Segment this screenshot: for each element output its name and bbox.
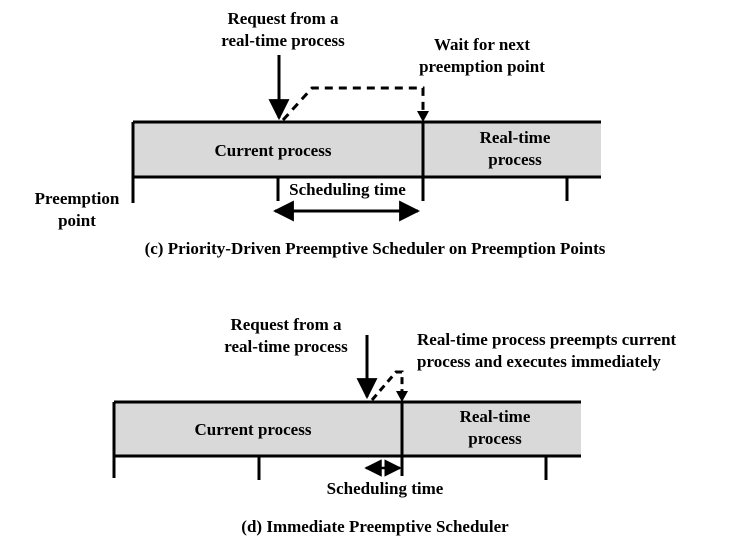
panel-d-request-line1: Request from a [230, 315, 342, 334]
panel-d-realtime-line2: process [468, 429, 522, 448]
panel-c-preemption-line2: point [58, 211, 96, 230]
panel-c-request-line2: real-time process [221, 31, 345, 50]
panel-c-caption: (c) Priority-Driven Preemptive Scheduler… [144, 239, 606, 258]
panel-d-preempt-path [370, 370, 404, 401]
panel-c-realtime-label: Real-time process [440, 127, 590, 171]
panel-d-realtime-line1: Real-time [459, 407, 531, 426]
panel-d-diagram [112, 335, 581, 480]
panel-d-bar [114, 402, 581, 456]
panel-c-current-process-label: Current process [214, 141, 332, 160]
panel-d-preempt-line1: Real-time process preempts current [417, 330, 677, 349]
panel-c-wait-arrowhead [417, 111, 429, 122]
panel-d-preempt-arrowhead [396, 391, 408, 402]
panel-c-request-line1: Request from a [227, 9, 339, 28]
panel-c-bar [133, 122, 601, 177]
panel-d-caption: (d) Immediate Preemptive Scheduler [241, 517, 509, 536]
panel-d-request-label: Request from a real-time process [186, 314, 386, 358]
panel-c-scheduling-time-label: Scheduling time [289, 180, 406, 199]
panel-d-preempt-line2: process and executes immediately [417, 352, 661, 371]
panel-d-current-process-label: Current process [194, 420, 312, 439]
panel-d-request-line2: real-time process [224, 337, 348, 356]
panel-c-realtime-line2: process [488, 150, 542, 169]
panel-c-diagram [131, 55, 601, 222]
panel-c-preemption-line1: Preemption [34, 189, 120, 208]
panel-c-preemption-point-label: Preemption point [12, 188, 142, 232]
panel-c-wait-path [281, 86, 425, 122]
panel-c-request-label: Request from a real-time process [183, 8, 383, 52]
panel-c-wait-line2: preemption point [419, 57, 545, 76]
panel-d-preempt-label: Real-time process preempts current proce… [417, 329, 747, 373]
panel-c-wait-line1: Wait for next [433, 35, 530, 54]
panel-d-realtime-label: Real-time process [420, 406, 570, 450]
panel-d-scheduling-time-label: Scheduling time [326, 479, 444, 498]
panel-c-wait-label: Wait for next preemption point [402, 34, 562, 78]
panel-c-realtime-line1: Real-time [479, 128, 551, 147]
